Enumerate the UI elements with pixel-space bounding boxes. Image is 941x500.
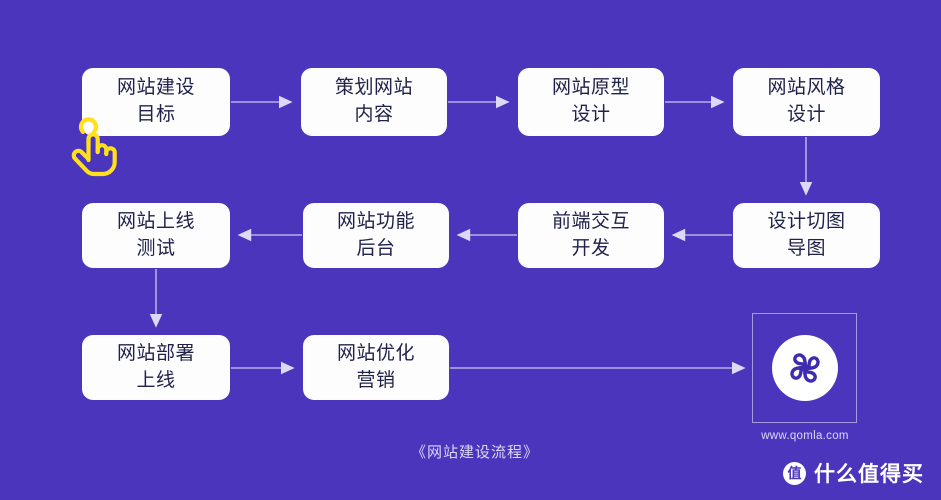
clover-pinwheel-logo-icon	[789, 353, 820, 383]
brand-url: www.qomla.com	[761, 430, 849, 442]
watermark-text: 什么值得买	[814, 463, 924, 486]
flow-node-line1: 网站部署	[116, 342, 195, 364]
flow-node-line2: 开发	[571, 237, 611, 259]
flow-node-optimize-marketing[interactable]: 网站优化 营销	[303, 335, 449, 400]
flow-node-plan-content[interactable]: 策划网站 内容	[301, 68, 447, 136]
flow-node-website-goal[interactable]: 网站建设 目标	[82, 68, 230, 136]
diagram-caption: 《网站建设流程》	[410, 444, 539, 461]
flow-node-line2: 内容	[354, 104, 394, 125]
flow-node-deploy-online[interactable]: 网站部署 上线	[82, 335, 230, 400]
flow-node-line2: 测试	[136, 237, 176, 259]
flow-node-prototype-design[interactable]: 网站原型 设计	[518, 68, 664, 136]
flow-node-style-design[interactable]: 网站风格 设计	[733, 68, 880, 136]
flow-node-line2: 营销	[356, 369, 396, 391]
flow-node-line2: 上线	[136, 369, 176, 391]
flow-node-line1: 前端交互	[551, 210, 630, 232]
flow-node-line1: 设计切图	[767, 210, 846, 232]
flow-node-launch-test[interactable]: 网站上线 测试	[82, 203, 230, 268]
flow-node-line2: 目标	[136, 104, 176, 125]
hand-cursor-icon	[71, 117, 117, 177]
flow-node-design-slicing[interactable]: 设计切图 导图	[733, 203, 880, 268]
flow-node-line1: 网站功能	[336, 210, 415, 232]
flow-node-line1: 网站原型	[551, 77, 630, 99]
flow-node-line2: 设计	[571, 104, 611, 125]
flow-node-line2: 导图	[786, 237, 826, 259]
flow-node-line1: 网站上线	[116, 210, 195, 232]
flow-node-line1: 网站风格	[767, 77, 846, 99]
flow-node-frontend-dev[interactable]: 前端交互 开发	[518, 203, 664, 268]
watermark: 值 什么值得买	[783, 458, 924, 488]
brand-logo-frame	[752, 313, 857, 423]
brand-logo-circle	[771, 335, 838, 401]
flow-node-backend-function[interactable]: 网站功能 后台	[303, 203, 449, 268]
flow-node-line2: 后台	[356, 237, 396, 259]
flow-node-line1: 网站优化	[336, 342, 415, 364]
flow-node-line1: 策划网站	[334, 77, 413, 99]
flow-node-line1: 网站建设	[116, 77, 195, 99]
flow-node-line2: 设计	[786, 104, 826, 125]
watermark-badge-icon: 值	[783, 461, 806, 485]
